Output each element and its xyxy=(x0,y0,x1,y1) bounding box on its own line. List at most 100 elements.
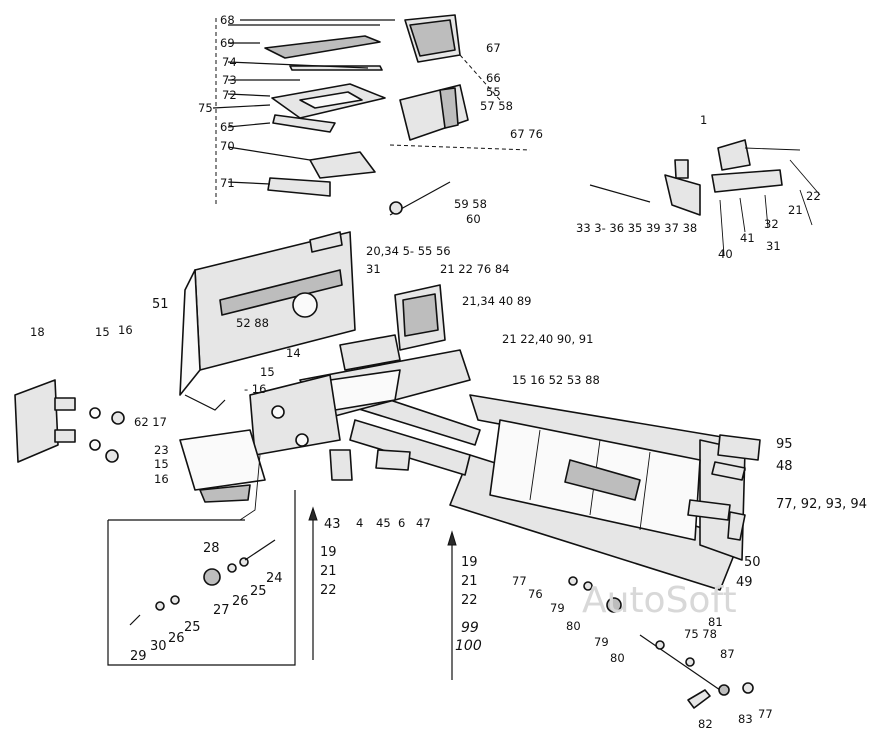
label-77-bottom: 77 xyxy=(512,574,527,588)
label-77-lower: 77 xyxy=(758,707,773,721)
label-80-upper: 80 xyxy=(566,619,581,633)
label-47: 47 xyxy=(416,516,431,530)
label-19-center: 19 xyxy=(320,545,337,560)
spring-43 xyxy=(329,449,353,481)
label-71: 71 xyxy=(220,176,235,190)
slide-70 xyxy=(309,151,376,179)
label-24: 24 xyxy=(266,571,283,586)
label-19-right: 19 xyxy=(461,555,478,570)
label-67-76: 67 76 xyxy=(510,127,543,141)
left-block xyxy=(179,374,341,521)
label-55: 55 xyxy=(486,85,501,99)
label-1: 1 xyxy=(700,113,707,127)
label-25-upper: 25 xyxy=(250,584,267,599)
label-26-lower: 26 xyxy=(168,631,185,646)
label-74: 74 xyxy=(222,55,237,69)
bearing-block-18 xyxy=(14,379,125,463)
label-48: 48 xyxy=(776,459,793,474)
label-15-mid: 15 xyxy=(260,365,275,379)
rail-65 xyxy=(272,114,336,133)
label-21-pedal: 21 xyxy=(788,203,803,217)
label-16-left: 16 xyxy=(118,323,133,337)
pedal-assembly xyxy=(589,139,821,256)
label-4: 4 xyxy=(356,516,363,530)
label-60: 60 xyxy=(466,212,481,226)
label-23: 23 xyxy=(154,443,169,457)
main-frame xyxy=(329,379,761,591)
label-81: 81 xyxy=(708,615,723,629)
label-32: 32 xyxy=(764,217,779,231)
label-21-22-40-90-91: 21 22,40 90, 91 xyxy=(502,332,593,346)
label-21-center: 21 xyxy=(320,564,337,579)
label-79-lower: 79 xyxy=(594,635,609,649)
pedal-plate-41 xyxy=(711,169,783,193)
label-68: 68 xyxy=(220,13,235,27)
label-21-22-76-84: 21 22 76 84 xyxy=(440,262,510,276)
part-labels: 68 69 74 73 72 75 65 70 71 67 66 55 57 5… xyxy=(30,13,867,731)
label-45: 45 xyxy=(376,516,391,530)
label-49: 49 xyxy=(736,575,753,590)
label-100: 100 xyxy=(455,638,482,654)
label-99: 99 xyxy=(461,620,479,636)
seat-cushion-69 xyxy=(264,35,381,59)
label-16-mid: - 16 xyxy=(244,382,266,396)
arrow-up-icon xyxy=(308,506,457,680)
label-76: 76 xyxy=(528,587,543,601)
seat-back-67 xyxy=(389,14,531,151)
label-80-lower: 80 xyxy=(610,651,625,665)
label-15-block: 15 xyxy=(154,457,169,471)
label-75: 75 xyxy=(198,101,213,115)
label-69: 69 xyxy=(220,36,235,50)
label-41: 41 xyxy=(740,231,755,245)
label-82: 82 xyxy=(698,717,713,731)
drive-hardware xyxy=(568,576,754,709)
label-66: 66 xyxy=(486,71,501,85)
label-26-upper: 26 xyxy=(232,594,249,609)
label-20-34: 20,34 5- 55 56 xyxy=(366,244,451,258)
label-18: 18 xyxy=(30,325,45,339)
label-22-pedal: 22 xyxy=(806,189,821,203)
label-87: 87 xyxy=(720,647,735,661)
label-14: 14 xyxy=(286,346,301,360)
label-33-39: 33 3- 36 35 39 37 38 xyxy=(576,221,697,235)
bracket-95 xyxy=(717,434,761,461)
label-31-pedal: 31 xyxy=(766,239,781,253)
slide-71 xyxy=(267,177,331,197)
label-30: 30 xyxy=(150,639,167,654)
label-73: 73 xyxy=(222,73,237,87)
label-6: 6 xyxy=(398,516,405,530)
label-40: 40 xyxy=(718,247,733,261)
knob-59 xyxy=(389,201,403,215)
watermark: AutoSoft xyxy=(582,580,737,621)
label-77-92-93-94: 77, 92, 93, 94 xyxy=(776,497,867,512)
label-65: 65 xyxy=(220,120,235,134)
label-29: 29 xyxy=(130,649,147,664)
label-67: 67 xyxy=(486,41,501,55)
latch-50 xyxy=(727,511,746,541)
label-25-lower: 25 xyxy=(184,620,201,635)
top-seat-assembly xyxy=(212,18,451,216)
label-79-upper: 79 xyxy=(550,601,565,615)
label-28: 28 xyxy=(203,541,220,556)
label-75-78: 75 78 xyxy=(684,627,717,641)
label-83: 83 xyxy=(738,712,753,726)
label-62-17: 62 17 xyxy=(134,415,167,429)
label-27: 27 xyxy=(213,603,230,618)
label-95: 95 xyxy=(776,437,793,452)
label-59-58: 59 58 xyxy=(454,197,487,211)
label-72: 72 xyxy=(222,88,237,102)
housing-51 xyxy=(179,231,356,411)
label-16-block: 16 xyxy=(154,472,169,486)
label-43: 43 xyxy=(324,517,341,532)
label-70: 70 xyxy=(220,139,235,153)
label-57-58: 57 58 xyxy=(480,99,513,113)
label-21-34-40-89: 21,34 40 89 xyxy=(462,294,532,308)
label-22-center: 22 xyxy=(320,583,337,598)
label-31-top: 31 xyxy=(366,262,381,276)
hardware-callout-box xyxy=(107,490,296,666)
lever-82 xyxy=(687,689,711,709)
label-15-left: 15 xyxy=(95,325,110,339)
label-52-88: 52 88 xyxy=(236,316,269,330)
label-22-right: 22 xyxy=(461,593,478,608)
